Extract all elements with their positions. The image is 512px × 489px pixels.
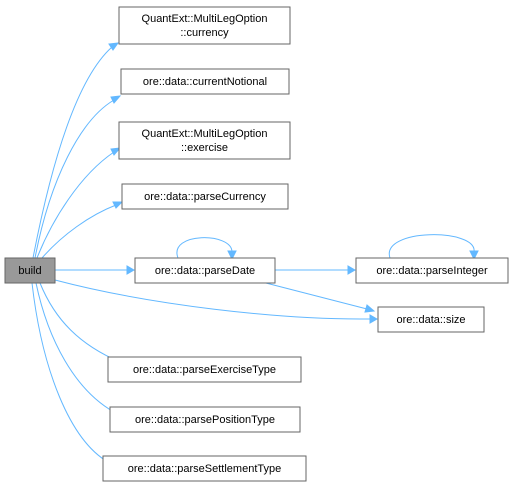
node-current-notional[interactable]: ore::data::currentNotional <box>120 68 290 95</box>
arrowhead <box>227 250 237 261</box>
edge-build-current-notional <box>34 99 115 259</box>
arrowhead <box>126 265 136 275</box>
arrowhead <box>110 95 122 104</box>
arrowhead <box>347 265 357 275</box>
edge-parse-integer-self <box>389 234 475 259</box>
arrowhead <box>112 201 124 209</box>
arrowhead <box>108 42 120 51</box>
edge-parse-date-size <box>261 281 368 310</box>
node-parse-position-type[interactable]: ore::data::parsePositionType <box>109 406 301 433</box>
node-parse-settlement-type[interactable]: ore::data::parseSettlementType <box>102 455 307 482</box>
node-multileg-option-currency[interactable]: QuantExt::MultiLegOption ::currency <box>118 6 291 45</box>
edge-build-multileg-currency <box>32 46 113 259</box>
edge-parse-date-self <box>176 237 233 259</box>
node-label: ore::data::parseSettlementType <box>128 463 281 475</box>
edge-build-parse-settlement-type <box>31 282 109 463</box>
node-label-line1: QuantExt::MultiLegOption <box>142 13 268 25</box>
node-build[interactable]: build <box>4 257 56 284</box>
edge-build-parse-currency <box>41 204 117 259</box>
node-label: ore::data::size <box>396 314 465 326</box>
node-parse-currency[interactable]: ore::data::parseCurrency <box>121 183 289 210</box>
arrowhead <box>364 304 376 313</box>
edge-build-size <box>54 279 371 320</box>
node-label: ore::data::parseCurrency <box>144 191 266 203</box>
node-label: build <box>18 265 41 277</box>
node-label-line2: ::exercise <box>181 142 228 154</box>
node-label: ore::data::parseDate <box>155 265 255 277</box>
arrowhead <box>469 250 479 261</box>
arrowhead <box>369 314 379 324</box>
arrowhead <box>110 147 122 156</box>
node-parse-integer[interactable]: ore::data::parseInteger <box>355 257 509 284</box>
edge-build-multileg-exercise <box>36 151 115 259</box>
edge-build-parse-exercise-type <box>39 282 121 363</box>
node-size[interactable]: ore::data::size <box>377 306 485 333</box>
node-label: ore::data::parseExerciseType <box>133 364 276 376</box>
node-label: ore::data::parseInteger <box>376 265 488 277</box>
node-multileg-option-exercise[interactable]: QuantExt::MultiLegOption ::exercise <box>118 121 291 160</box>
node-label-line2: ::currency <box>180 27 229 39</box>
node-label: ore::data::parsePositionType <box>135 414 275 426</box>
node-label-line1: QuantExt::MultiLegOption <box>142 128 268 140</box>
node-parse-date[interactable]: ore::data::parseDate <box>134 257 276 284</box>
edge-build-parse-position-type <box>35 282 115 413</box>
node-parse-exercise-type[interactable]: ore::data::parseExerciseType <box>107 356 302 383</box>
node-label: ore::data::currentNotional <box>143 76 267 88</box>
